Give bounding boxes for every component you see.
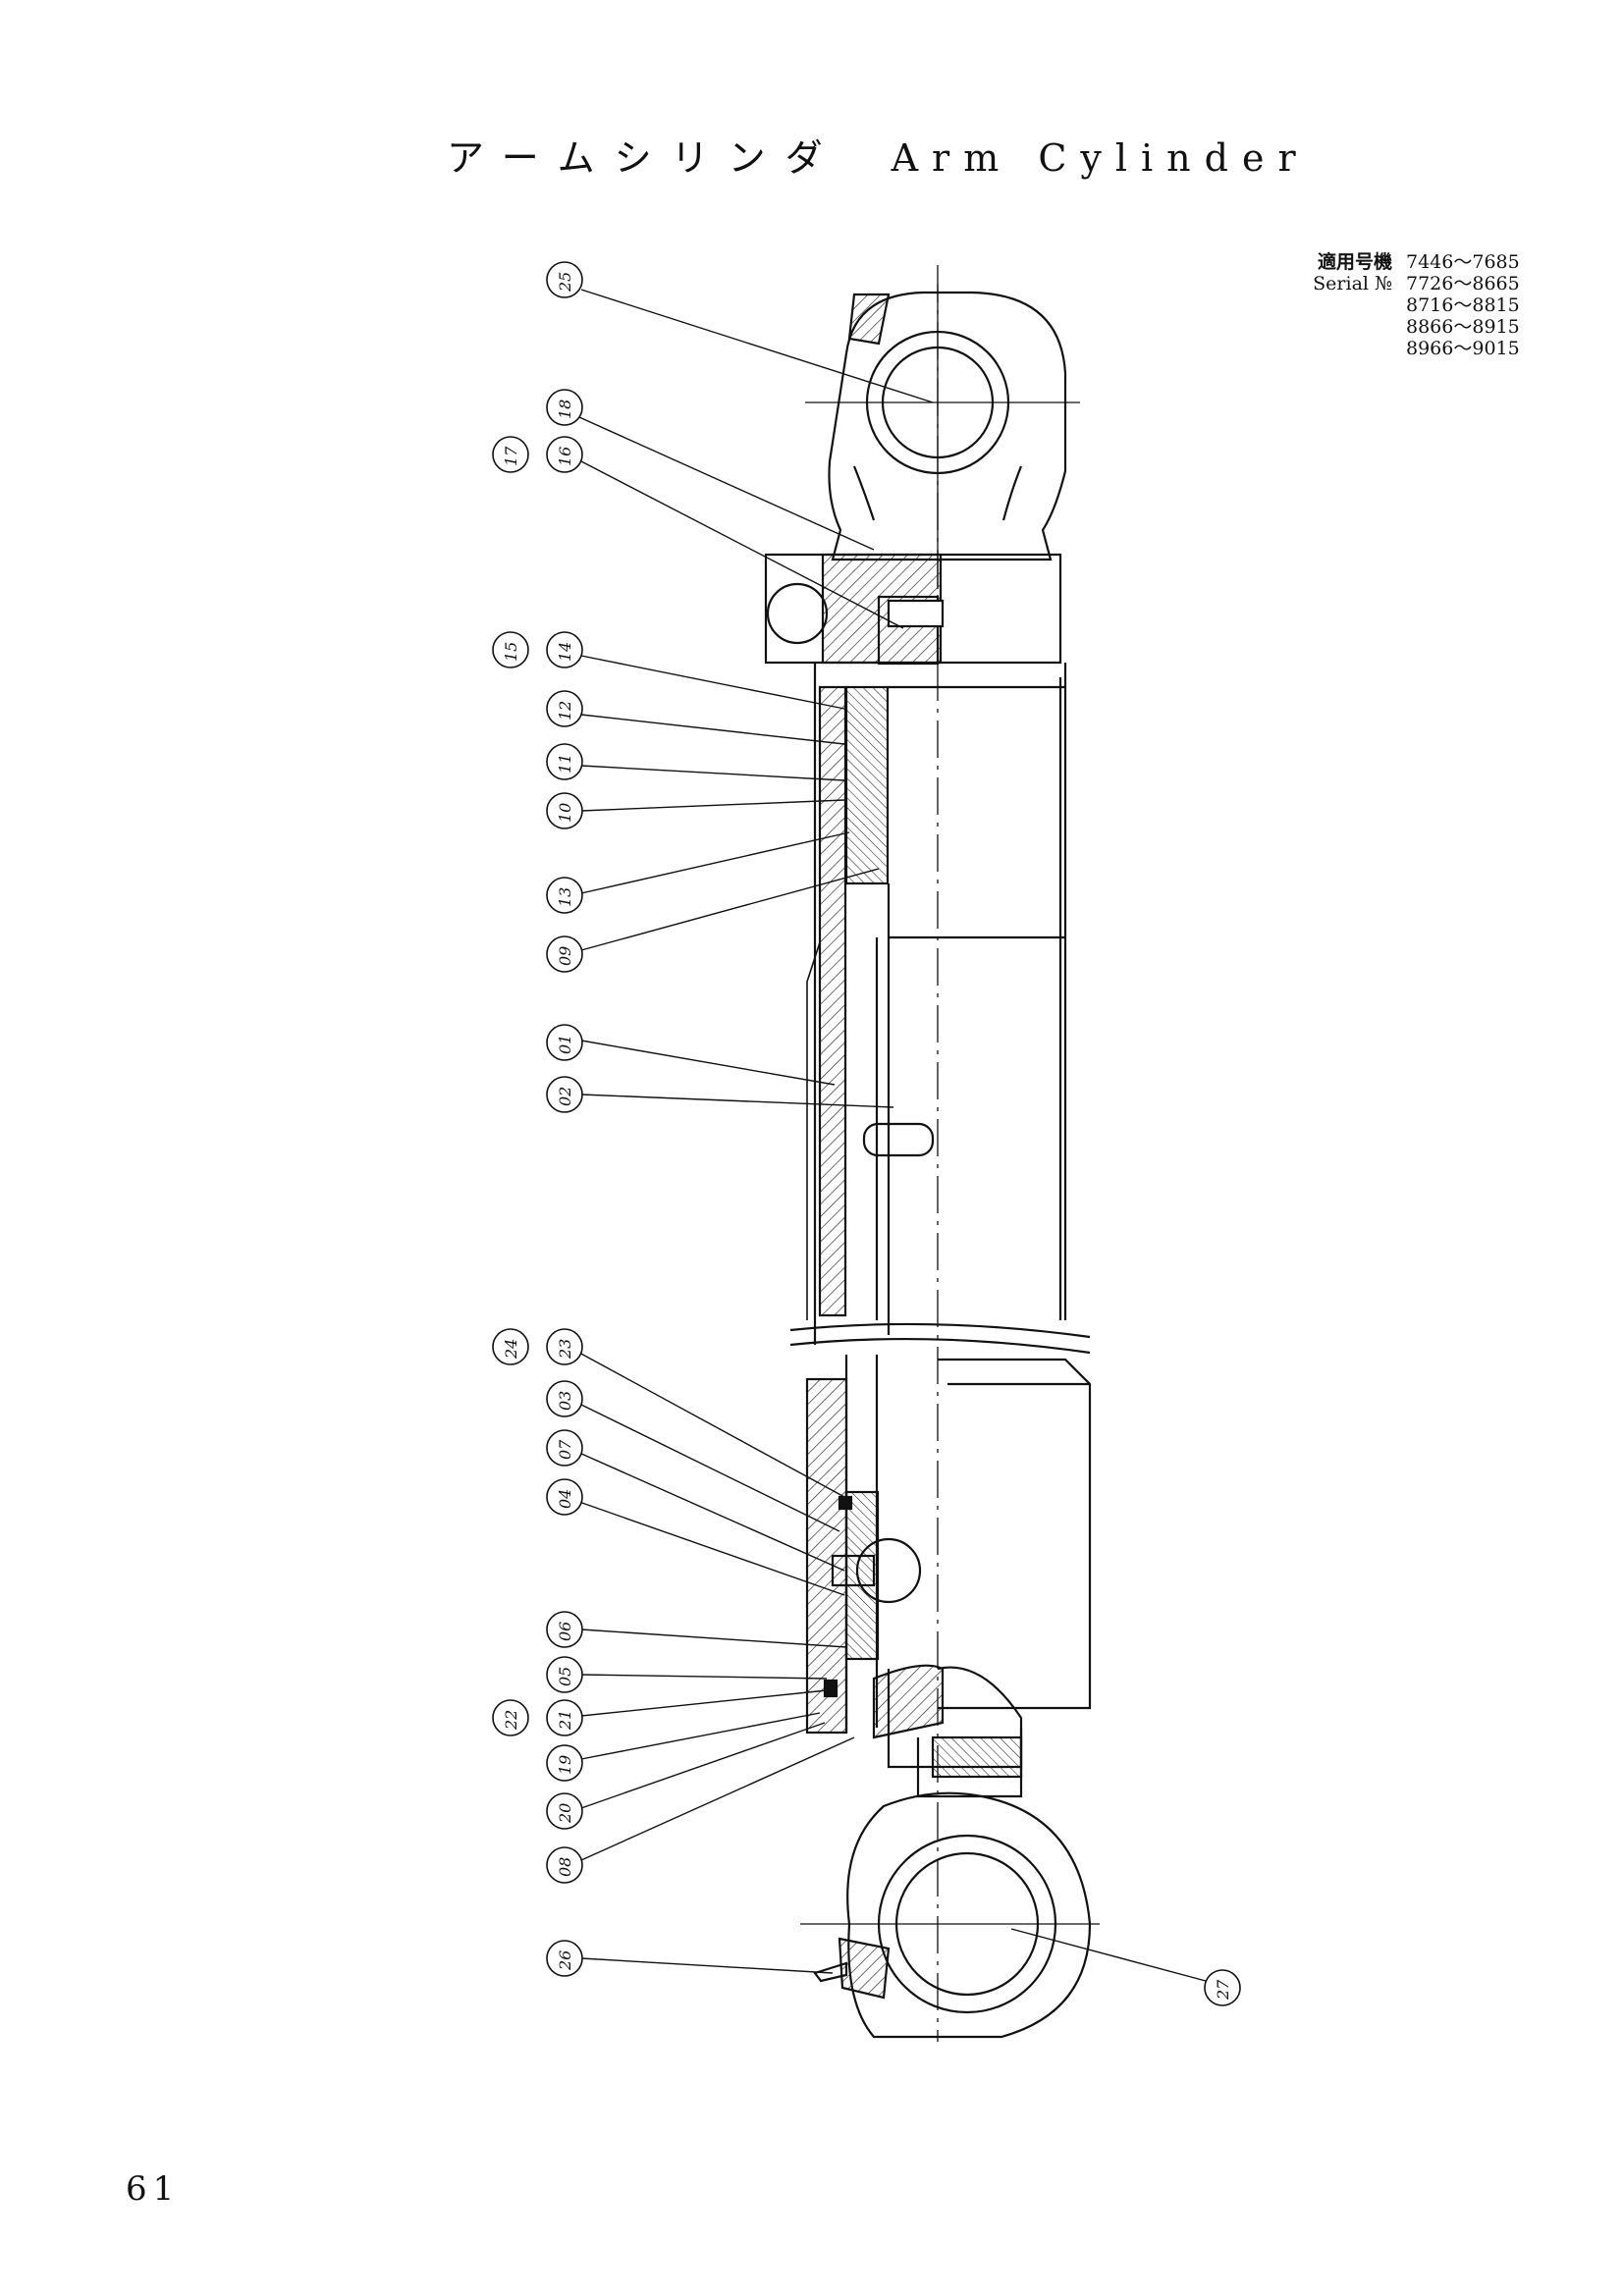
callout-14: 14 — [546, 631, 845, 710]
callout-09: 09 — [546, 868, 880, 973]
serial-range: 7446～7685 — [1406, 251, 1520, 273]
callout-20: 20 — [546, 1722, 826, 1830]
svg-text:16: 16 — [556, 447, 574, 466]
svg-text:11: 11 — [556, 754, 574, 774]
callout-16: 16 — [546, 436, 904, 629]
callout-22: 22 — [492, 1699, 529, 1736]
svg-text:12: 12 — [556, 701, 574, 721]
title-japanese: アームシリンダ — [447, 136, 842, 180]
svg-text:17: 17 — [502, 446, 520, 466]
callout-24: 24 — [492, 1328, 529, 1365]
svg-text:15: 15 — [502, 642, 520, 662]
serial-range: 7726～8665 — [1406, 273, 1520, 294]
svg-text:23: 23 — [556, 1339, 574, 1360]
callout-05: 05 — [546, 1656, 828, 1693]
serial-range: 8866～8915 — [1406, 316, 1520, 338]
callout-25: 25 — [546, 261, 934, 403]
svg-text:05: 05 — [556, 1667, 574, 1686]
serial-label-japanese: 適用号機 — [1317, 251, 1392, 273]
svg-text:20: 20 — [556, 1803, 574, 1824]
callout-17: 17 — [492, 436, 529, 473]
page-title: アームシリンダ Arm Cylinder — [447, 128, 1310, 182]
svg-text:25: 25 — [556, 272, 574, 293]
svg-text:24: 24 — [502, 1339, 520, 1360]
callout-03: 03 — [546, 1380, 840, 1532]
svg-text:18: 18 — [556, 400, 574, 419]
callout-12: 12 — [546, 690, 845, 745]
callout-21: 21 — [546, 1689, 828, 1736]
svg-text:13: 13 — [556, 887, 574, 907]
callout-18: 18 — [546, 389, 875, 551]
callout-27: 27 — [1010, 1928, 1241, 2006]
callout-19: 19 — [546, 1712, 821, 1782]
callout-07: 07 — [546, 1429, 845, 1572]
callout-08: 08 — [546, 1736, 855, 1884]
callout-04: 04 — [546, 1478, 845, 1596]
callout-13: 13 — [546, 831, 850, 914]
svg-text:26: 26 — [556, 1950, 574, 1971]
title-english: Arm Cylinder — [891, 136, 1310, 180]
svg-text:10: 10 — [556, 803, 574, 823]
serial-label-english: Serial № — [1313, 273, 1392, 294]
cylinder-outline — [764, 265, 1100, 2042]
serial-range: 8716～8815 — [1406, 294, 1520, 316]
svg-text:19: 19 — [556, 1755, 574, 1775]
callout-23: 23 — [546, 1328, 845, 1498]
svg-text:02: 02 — [556, 1087, 574, 1106]
svg-text:22: 22 — [502, 1710, 520, 1731]
serial-number-block: 適用号機 7446～7685 Serial № 7726～8665 8716～881… — [1267, 251, 1520, 359]
callout-01: 01 — [546, 1024, 836, 1086]
svg-text:14: 14 — [556, 642, 574, 662]
svg-text:04: 04 — [556, 1489, 574, 1509]
callout-11: 11 — [546, 743, 845, 781]
page-number: 61 — [126, 2169, 181, 2209]
callout-06: 06 — [546, 1611, 847, 1648]
svg-text:08: 08 — [556, 1857, 574, 1877]
callout-26: 26 — [546, 1940, 834, 1977]
svg-text:06: 06 — [556, 1622, 574, 1641]
callout-15: 15 — [492, 631, 529, 668]
svg-text:03: 03 — [556, 1391, 574, 1411]
svg-text:21: 21 — [556, 1710, 574, 1731]
svg-text:27: 27 — [1214, 1979, 1232, 2001]
callout-10: 10 — [546, 792, 845, 829]
serial-range: 8966～9015 — [1406, 338, 1520, 359]
callout-02: 02 — [546, 1076, 894, 1113]
svg-text:07: 07 — [556, 1439, 574, 1460]
svg-text:09: 09 — [556, 946, 574, 966]
svg-text:01: 01 — [556, 1035, 574, 1054]
